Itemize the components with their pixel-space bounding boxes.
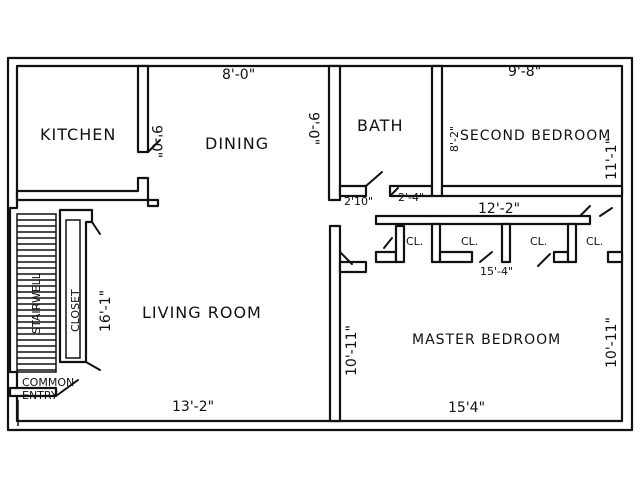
closet-label: CLOSET <box>69 289 82 332</box>
dining-label: DINING <box>205 134 269 153</box>
dim-bath-gap: 2'-4" <box>398 191 424 204</box>
stairwell-frame <box>16 213 57 373</box>
dim-dining-width: 8'-0" <box>222 67 255 83</box>
kitchen-label: KITCHEN <box>40 125 116 144</box>
dim-master-left: 10'-11" <box>344 325 360 376</box>
closet-3-label: CL. <box>530 235 547 248</box>
dim-second-bedroom-left: 8'-2" <box>448 126 461 152</box>
common-entry-door <box>8 379 79 426</box>
closet-walls <box>374 184 624 267</box>
dim-closet-span: 15'-4" <box>480 265 513 278</box>
dim-second-bedroom-right: 11'-1" <box>604 138 620 180</box>
master-bedroom-label: MASTER BEDROOM <box>412 332 561 348</box>
living-room-label: LIVING ROOM <box>142 303 262 322</box>
dim-master-width: 15'4" <box>448 400 485 416</box>
common-entry-label: COMMON <box>22 376 74 389</box>
bath-label: BATH <box>357 116 403 135</box>
master-bedroom-walls <box>328 224 368 423</box>
dim-living-depth: 16'-1" <box>98 290 114 332</box>
bath-walls <box>327 64 444 202</box>
stair-closet-walls <box>58 198 160 371</box>
second-bedroom-label: SECOND BEDROOM <box>460 128 611 144</box>
stairwell-label: STAIRWELL <box>30 272 43 334</box>
dim-dining-right: 9'-0" <box>305 112 321 145</box>
dim-master-right: 10'-11" <box>604 317 620 368</box>
closet-1-label: CL. <box>406 235 423 248</box>
dim-living-width: 13'-2" <box>172 399 214 415</box>
closet-4-label: CL. <box>586 235 603 248</box>
dim-bath-width: 2'10" <box>344 195 373 208</box>
dim-hall: 12'-2" <box>478 201 520 217</box>
dim-dining-left: 9'-0" <box>148 125 164 158</box>
stairwell-treads <box>16 213 57 373</box>
dim-second-bedroom-width: 9'-8" <box>508 64 541 80</box>
closet-2-label: CL. <box>461 235 478 248</box>
common-entry-label-2: ENTRY <box>22 389 58 402</box>
